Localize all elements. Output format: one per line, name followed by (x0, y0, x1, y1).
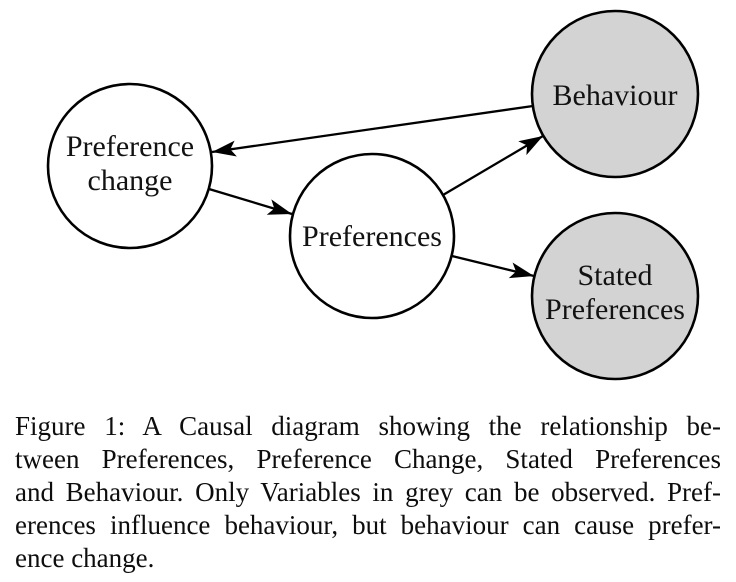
node-stated-preferences-label-line1: Stated (578, 259, 653, 292)
node-behaviour (530, 9, 700, 179)
edge-preference-change-to-preferences (208, 187, 293, 216)
caption-line-4: erences influence behaviour, but behavio… (15, 510, 721, 540)
caption-line-2: tween Preferences, Preference Change, St… (15, 444, 721, 474)
edge-preferences-to-behaviour (442, 135, 544, 196)
node-preferences (288, 152, 456, 320)
figure-caption: Figure 1: A Causal diagram showing the r… (15, 410, 721, 575)
node-preference-change-label-line2: change (88, 164, 173, 197)
causal-diagram: Preference change Preferences Behaviour … (46, 9, 700, 381)
node-behaviour-label: Behaviour (553, 79, 678, 112)
edge-behaviour-to-preference-change (211, 104, 534, 157)
edge-preferences-to-stated-preferences (451, 254, 535, 279)
causal-diagram-svg: Preference change Preferences Behaviour … (46, 9, 700, 381)
caption-line-1: Figure 1: A Causal diagram showing the r… (15, 411, 721, 441)
node-stated-preferences-label-line2: Preferences (545, 293, 685, 326)
caption-line-5: ence change. (15, 543, 155, 573)
node-preference-change-label-line1: Preference (66, 130, 194, 163)
caption-line-3: and Behaviour. Only Variables in grey ca… (15, 477, 721, 507)
node-preference-change (46, 82, 214, 250)
node-preferences-label: Preferences (302, 220, 442, 253)
node-stated-preferences (530, 211, 700, 381)
